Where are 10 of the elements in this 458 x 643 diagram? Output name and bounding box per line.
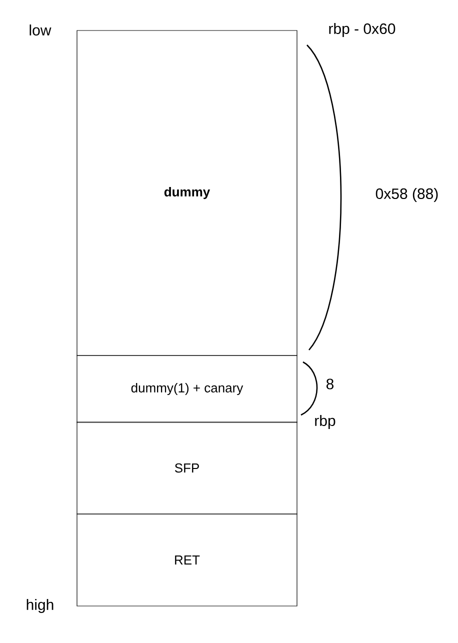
label: low [30, 24, 52, 36]
stack-box: RET [76, 514, 298, 606]
stack-box: SFP [76, 422, 298, 514]
label: high [26, 599, 54, 613]
label: 0x58 (88) [376, 188, 438, 202]
stack-box: dummy(1) + canary [76, 355, 298, 423]
stack-box: dummy [76, 30, 298, 356]
label: 8 [326, 378, 334, 390]
label: rbp - 0x60 [329, 23, 396, 37]
label: rbp [315, 415, 336, 429]
